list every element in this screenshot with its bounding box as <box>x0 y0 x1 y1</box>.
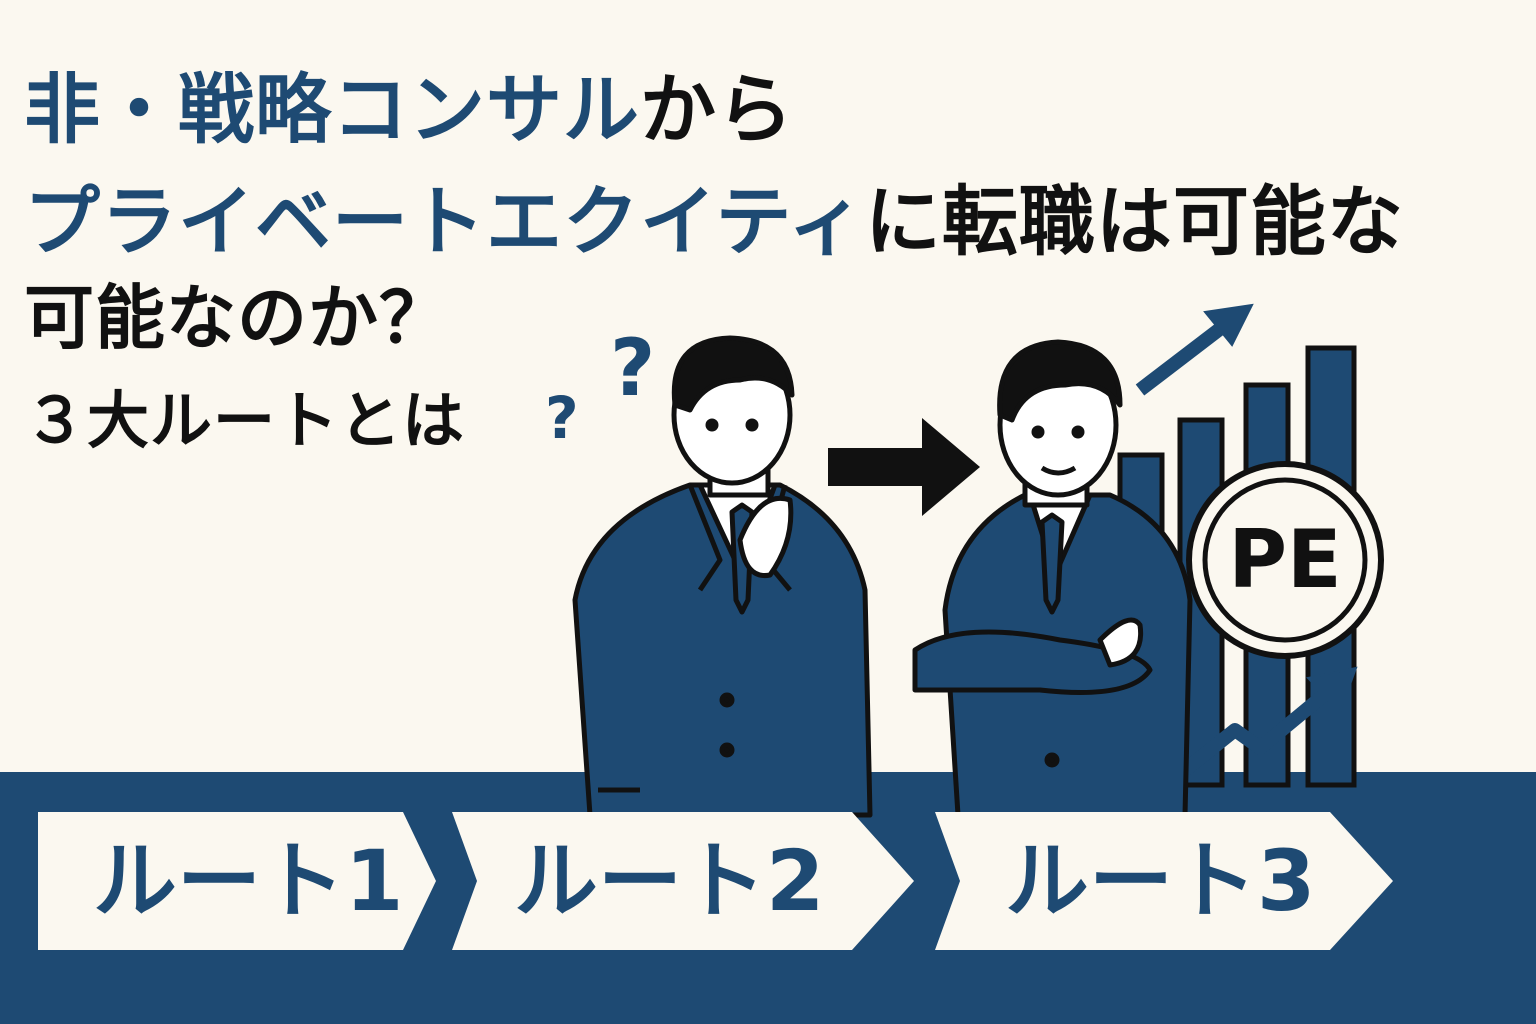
headline-line-3: 可能なのか？ <box>24 277 450 359</box>
headline-highlight-2: プライベートエクイティ <box>24 177 865 266</box>
route-1-label: ルート1 <box>93 832 404 930</box>
route-3-chevron[interactable]: ルート3 <box>935 812 1393 950</box>
pe-coin-icon <box>1186 461 1384 659</box>
svg-text:?: ? <box>545 384 579 452</box>
pe-badge-label: PE <box>1228 513 1342 606</box>
headline-highlight-1: 非・戦略コンサル <box>24 65 640 154</box>
headline-line-2: プライベートエクイティに転職は可能な <box>24 160 1404 270</box>
headline-line-4: ３大ルートとは <box>24 384 466 457</box>
svg-text:?: ? <box>610 324 655 414</box>
growth-arrow-icon <box>1135 303 1254 396</box>
thinking-businessman <box>572 335 873 818</box>
question-mark-icon: ? ? <box>545 324 655 452</box>
growth-arrow-icon <box>1180 666 1358 776</box>
route-2-label: ルート2 <box>514 832 825 930</box>
route-2-chevron[interactable]: ルート2 <box>452 812 914 950</box>
right-arrow-icon <box>828 418 980 516</box>
headline-text-1: から <box>640 65 794 154</box>
confident-businessman <box>912 339 1193 818</box>
route-3-label: ルート3 <box>1005 832 1316 930</box>
route-1-chevron[interactable]: ルート1 <box>38 812 478 950</box>
headline-line-1: 非・戦略コンサルから <box>24 48 794 158</box>
headline-text-2: に転職は可能な <box>864 177 1404 266</box>
